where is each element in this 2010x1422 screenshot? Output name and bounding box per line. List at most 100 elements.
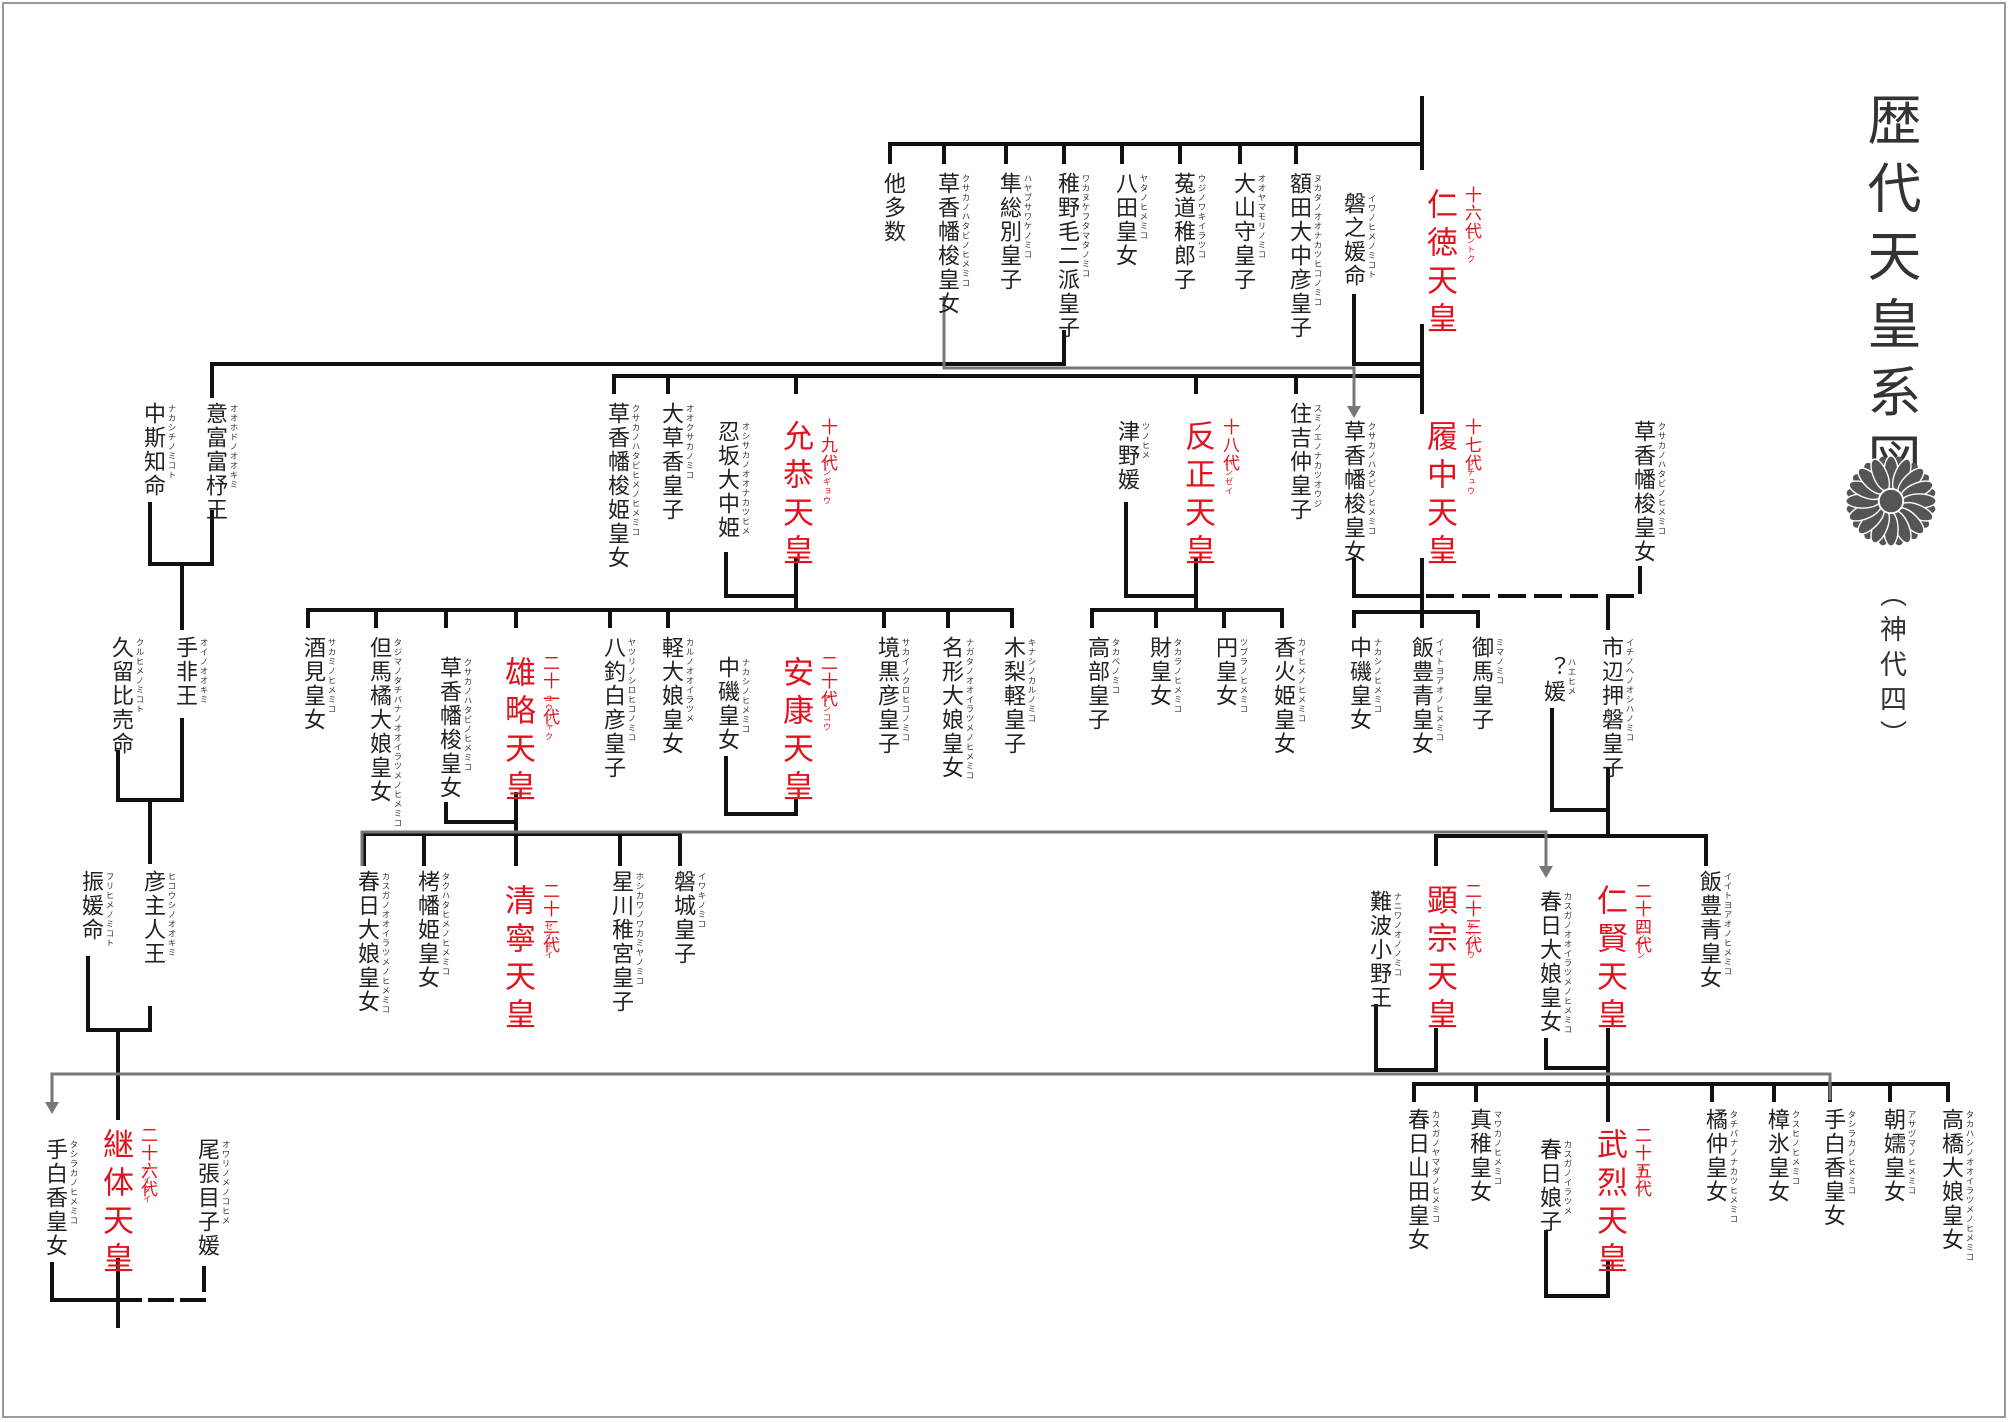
person-reading: ケイタイ [141,1166,151,1204]
line-yuryaku-marriage [362,792,682,866]
arrow-kasuga-link [1539,866,1553,878]
person-name: 朝嬬皇女 [1880,1108,1905,1204]
person-reading: クスヒノヒメミコ [1790,1110,1800,1186]
generation-label: 二十三代 [1461,882,1481,954]
generation-label: 十八代 [1219,418,1239,472]
person-name: 反正天皇 [1179,420,1215,572]
person-name: 草香幡梭姫皇女 [604,402,629,570]
person-name: 手非王 [172,636,197,708]
person-reading: カルノオオイラツメ [684,638,694,724]
person-name: 八釣白彦皇子 [600,636,625,780]
person-name: 春日山田皇女 [1404,1108,1429,1252]
person-reading: ヒコウシノオオキミ [166,872,176,958]
person-name: 真稚皇女 [1466,1108,1491,1204]
person-reading: ハヤブサワケノミコ [1022,174,1032,260]
person-reading: タシラカノヒメミコ [68,1140,78,1226]
person-reading: マワカノヒメミコ [1492,1110,1502,1186]
person-reading: カスガノオオイラツメノヒメミコ [1562,892,1572,1035]
person-reading: イイトヨアオノヒメミコ [1722,872,1732,977]
person-reading: ニントク [1465,226,1475,264]
generation-label: 二十二代 [539,882,559,954]
line-buretsu-marriage [1544,1230,1610,1298]
person-name: 武烈天皇 [1591,1128,1627,1280]
person-name: 振媛命 [78,870,103,942]
person-reading: カスガノヤマダノヒメミコ [1430,1110,1440,1224]
person-name: 高橋大娘皇女 [1938,1108,1963,1252]
person-name: 酒見皇女 [300,636,325,732]
person-reading: イチノヘノオシハノミコ [1624,638,1634,743]
person-reading: タカハシノオオイラツメノヒメミコ [1964,1110,1974,1262]
person-reading: ハエヒメ [1566,658,1576,696]
person-name: 八田皇女 [1112,172,1137,268]
person-reading: ヌカタノオオナカツヒコノミコ [1312,174,1322,307]
person-name: 磐之媛命 [1340,192,1365,288]
person-reading: セイネイ [543,922,553,960]
person-name: 菟道稚郎子 [1170,172,1195,292]
person-name: 飯豊青皇女 [1408,636,1433,756]
line-teshi-marriage [116,718,184,864]
person-name: 市辺押磐皇子 [1598,636,1623,780]
generation-label: 十九代 [817,418,837,472]
person-name: 円皇女 [1212,636,1237,708]
person-reading: キナシノカルノミコ [1026,638,1036,724]
person-name: 大草香皇子 [658,402,683,522]
line-wakanuke-descent [210,330,1066,398]
person-name: 草香幡梭皇女 [436,656,461,800]
person-name: 尾張目子媛 [194,1138,219,1258]
person-reading: タクハタヒメノヒメミコ [440,872,450,977]
person-reading: ケンゾウ [1465,922,1475,960]
person-name: 財皇女 [1146,636,1171,708]
person-name: 忍坂大中姫 [714,420,739,540]
generation-label: 二十代 [817,654,837,708]
person-reading: クサカノハタビノヒメミコ [462,658,472,772]
person-reading: イワノヒメノミコト [1366,194,1376,280]
person-reading: アンコウ [821,694,831,732]
person-reading: ヤタノヒメミコ [1138,174,1148,241]
person-reading: イワキノミコ [696,872,706,929]
person-reading: カスガノイラツメ [1562,1140,1572,1216]
person-reading: ナニワノオノノミコ [1392,892,1402,978]
line-richu-marriage [1352,558,1480,628]
person-name: 顕宗天皇 [1421,884,1457,1036]
person-reading: クサカノハタビヒメノヒメミコ [630,404,640,537]
generation-label: 二十四代 [1631,882,1651,954]
person-name: 名形大娘皇女 [938,636,963,780]
line-ingyo-marriage [306,552,1014,628]
person-reading: オワリノメノコヒメ [220,1140,230,1226]
person-name: 安康天皇 [777,656,813,808]
person-reading: ユウリャク [543,694,553,742]
line-keitai-marriage [50,1258,120,1328]
person-reading: カイヒメノヒメミコ [1296,638,1306,724]
person-name: 但馬橘大娘皇女 [366,636,391,804]
line-oho-marriage [148,502,214,630]
person-name: 手白香皇女 [42,1138,67,1258]
person-reading: ハンゼイ [1223,458,1233,496]
line-kusaka-link [942,296,1356,410]
person-reading: ツブラノヒメミコ [1238,638,1248,714]
person-reading: ワカヌケフタマタノミコ [1080,174,1090,279]
person-name: 中磯皇女 [1346,636,1371,732]
line-anko-marriage [724,756,798,816]
person-name: 草香幡梭皇女 [1630,420,1655,564]
person-name: 中斯知命 [140,402,165,498]
person-reading: タチバナノナカツヒメミコ [1728,1110,1738,1224]
person-name: 樟氷皇女 [1764,1108,1789,1204]
generation-label: 二十六代 [137,1126,157,1198]
generation-label: 二十五代 [1631,1126,1651,1198]
line-kasuga-link [360,830,1548,870]
person-reading: オシサカノオオナカツヒメ [740,422,750,536]
person-reading: ブレツ [1635,1166,1645,1195]
person-name: 額田大中彦皇子 [1286,172,1311,340]
line-sibling-bar-top [888,142,1424,170]
person-reading: ツノヒメ [1140,422,1150,460]
line-nintoku-children [612,362,1424,414]
person-reading: タジマノタチバナノオオイラツメノヒメミコ [392,638,402,828]
chrysanthemum-crest-icon [1845,455,1937,547]
person-name: 履中天皇 [1421,420,1457,572]
person-reading: オオヤマモリノミコ [1256,174,1266,260]
person-reading: ミマノミコ [1494,638,1504,686]
person-reading: ヤツリノシロヒコノミコ [626,638,636,743]
